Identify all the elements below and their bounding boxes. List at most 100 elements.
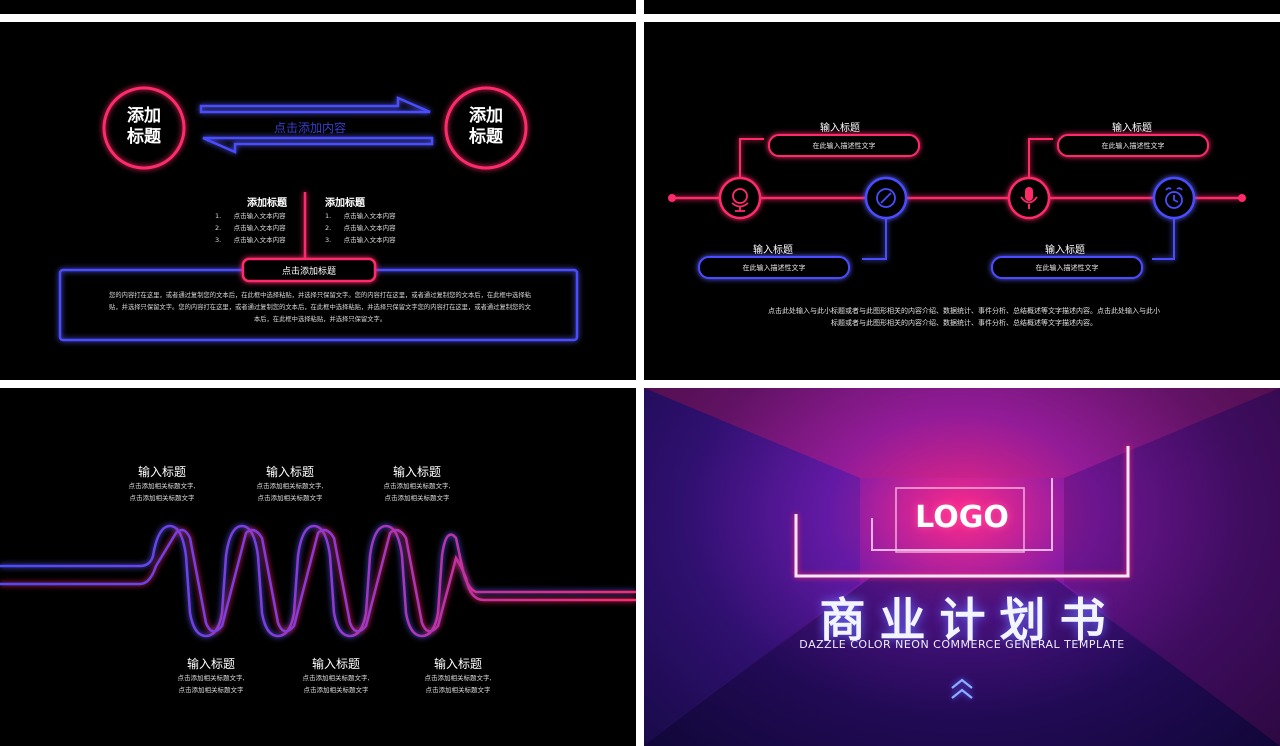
microphone-icon (1020, 187, 1038, 209)
slide-neon-coil[interactable]: 输入标题 点击添加相关标题文字, 点击添加相关标题文字 输入标题 点击添加相关标… (0, 388, 636, 746)
corridor-left-wall (644, 388, 860, 746)
connector-2 (862, 218, 887, 260)
bottom-title-2[interactable]: 输入标题 (1045, 245, 1085, 256)
neon-frame-line (794, 446, 1130, 578)
bottom-item-3-line1: 点击添加相关标题文字, (424, 674, 492, 682)
left-circle (102, 86, 186, 170)
inner-frame (895, 487, 1025, 553)
pill-top-1 (768, 134, 920, 157)
logo[interactable]: LOGO (915, 500, 1009, 535)
cover-subtitle[interactable]: DAZZLE COLOR NEON COMMERCE GENERAL TEMPL… (799, 638, 1125, 651)
top-item-3-line2: 点击添加相关标题文字 (384, 494, 450, 502)
box-title-pill (241, 257, 377, 283)
globe-circle (718, 176, 762, 220)
pill-bottom-1 (698, 256, 850, 279)
compass-icon (876, 188, 896, 208)
pill-top-2 (1057, 134, 1209, 157)
cover-title[interactable]: 商 业 计 划 书 (819, 593, 1105, 647)
bottom-title-1[interactable]: 输入标题 (753, 245, 793, 256)
col2-list: 1. 点击输入文本内容 2. 点击输入文本内容 3. 点击输入文本内容 (325, 210, 396, 246)
col2-num-2: 2. (325, 224, 332, 232)
pill-bottom-2 (991, 256, 1143, 279)
bottom-item-1-title: 输入标题 (186, 657, 235, 671)
arrow-left (202, 136, 434, 154)
top-title-1[interactable]: 输入标题 (820, 123, 860, 134)
left-circle-title: 添加标题 (109, 106, 179, 148)
neon-inner-line (871, 478, 1053, 551)
col2-item-1[interactable]: 点击输入文本内容 (343, 212, 396, 220)
bottom-item-1[interactable]: 输入标题 点击添加相关标题文字, 点击添加相关标题文字 (149, 656, 273, 696)
timeline-paragraph-line2: 标题或者与此图形相关的内容介绍、数据统计、事件分析、总结概述等文字描述内容。 (831, 319, 1097, 327)
connector-3 (1028, 138, 1053, 180)
slide-c-graphics (0, 524, 636, 638)
slide-timeline[interactable]: 输入标题 输入标题 在此输入描述性文字 在此输入描述性文字 输入标题 输入标题 … (644, 22, 1280, 380)
timeline-start-dot (668, 194, 676, 202)
slide-a-graphics (58, 86, 579, 342)
bottom-item-2-title: 输入标题 (311, 657, 360, 671)
top-item-2-line1: 点击添加相关标题文字, (256, 482, 324, 490)
top-title-2[interactable]: 输入标题 (1112, 123, 1152, 134)
col2-title[interactable]: 添加标题 (325, 198, 365, 209)
timeline-end-dot (1238, 194, 1246, 202)
col1-num-1: 1. (215, 212, 222, 220)
box-text-line2: 贴，并选择只保留文字。您的内容打在这里，或者通过复制您的文本后，在此框中选择粘贴… (109, 304, 531, 311)
top-item-3-line1: 点击添加相关标题文字, (383, 482, 451, 490)
right-circle (444, 86, 528, 170)
double-chevron-up-icon[interactable] (951, 678, 973, 699)
top-item-3[interactable]: 输入标题 点击添加相关标题文字, 点击添加相关标题文字 (355, 464, 479, 504)
col1-list: 1. 点击输入文本内容 2. 点击输入文本内容 3. 点击输入文本内容 (215, 210, 286, 246)
bottom-item-1-line1: 点击添加相关标题文字, (177, 674, 245, 682)
slide-cover[interactable]: LOGO 商 业 计 划 书 DAZZLE COLOR NEON COMMERC… (644, 388, 1280, 746)
bottom-item-3-line2: 点击添加相关标题文字 (425, 686, 491, 694)
bottom-item-2[interactable]: 输入标题 点击添加相关标题文字, 点击添加相关标题文字 (274, 656, 398, 696)
slide-thumbnail-top-right[interactable] (644, 0, 1280, 14)
col2-num-3: 3. (325, 236, 332, 244)
left-circle-line2: 标题 (127, 127, 161, 147)
col1-item-3[interactable]: 点击输入文本内容 (233, 236, 286, 244)
arrow-right (199, 96, 431, 114)
box-text[interactable]: 您的内容打在这里，或者通过复制您的文本后，在此框中选择粘贴，并选择只保留文字。您… (82, 290, 558, 326)
top-item-1-title: 输入标题 (137, 465, 186, 479)
col2-item-3[interactable]: 点击输入文本内容 (343, 236, 396, 244)
top-item-3-title: 输入标题 (392, 465, 441, 479)
connector-4 (1152, 218, 1175, 260)
slide-arrows-comparison[interactable]: 添加标题 添加标题 点击添加内容 添加标题 1. 点击输入文本内容 2. 点击输… (0, 22, 636, 380)
box-text-line3: 本后，在此框中选择粘贴，并选择只保留文字。 (253, 316, 387, 323)
bottom-desc-2[interactable]: 在此输入描述性文字 (1035, 264, 1099, 272)
col2-item-2[interactable]: 点击输入文本内容 (343, 224, 396, 232)
alarm-clock-icon (1165, 187, 1183, 209)
box-text-line1: 您的内容打在这里，或者通过复制您的文本后，在此框中选择粘贴，并选择只保留文字。您… (109, 292, 531, 299)
bottom-item-1-line2: 点击添加相关标题文字 (178, 686, 244, 694)
connector-1 (739, 138, 764, 180)
timeline-paragraph-line1: 点击此处输入与此小标题或者与此图形相关的内容介绍、数据统计、事件分析、总结概述等… (768, 307, 1160, 315)
bottom-desc-1[interactable]: 在此输入描述性文字 (742, 264, 806, 272)
top-desc-1[interactable]: 在此输入描述性文字 (812, 142, 876, 150)
col1-item-1[interactable]: 点击输入文本内容 (233, 212, 286, 220)
arrow-text[interactable]: 点击添加内容 (274, 121, 347, 135)
col1-item-2[interactable]: 点击输入文本内容 (233, 224, 286, 232)
slide-thumbnail-top-left[interactable] (0, 0, 636, 14)
col1-num-3: 3. (215, 236, 222, 244)
timeline-paragraph[interactable]: 点击此处输入与此小标题或者与此图形相关的内容介绍、数据统计、事件分析、总结概述等… (734, 305, 1194, 329)
coil-front-line (0, 524, 636, 638)
col2-num-1: 1. (325, 212, 332, 220)
top-item-2[interactable]: 输入标题 点击添加相关标题文字, 点击添加相关标题文字 (228, 464, 352, 504)
top-desc-2[interactable]: 在此输入描述性文字 (1101, 142, 1165, 150)
right-circle-line1: 添加 (469, 106, 503, 126)
box-title[interactable]: 点击添加标题 (281, 267, 336, 277)
right-circle-title: 添加标题 (451, 106, 521, 148)
bottom-item-3[interactable]: 输入标题 点击添加相关标题文字, 点击添加相关标题文字 (396, 656, 520, 696)
corridor-right-wall (1064, 388, 1280, 746)
bottom-item-3-title: 输入标题 (433, 657, 482, 671)
top-item-1-line1: 点击添加相关标题文字, (128, 482, 196, 490)
top-item-1[interactable]: 输入标题 点击添加相关标题文字, 点击添加相关标题文字 (100, 464, 224, 504)
bottom-item-2-line2: 点击添加相关标题文字 (303, 686, 369, 694)
right-circle-line2: 标题 (469, 127, 503, 147)
top-item-2-title: 输入标题 (265, 465, 314, 479)
left-circle-line1: 添加 (127, 106, 161, 126)
corridor-floor (644, 578, 1280, 746)
globe-icon (731, 188, 749, 212)
col1-num-2: 2. (215, 224, 222, 232)
top-item-1-line2: 点击添加相关标题文字 (129, 494, 195, 502)
col1-title[interactable]: 添加标题 (247, 198, 287, 209)
